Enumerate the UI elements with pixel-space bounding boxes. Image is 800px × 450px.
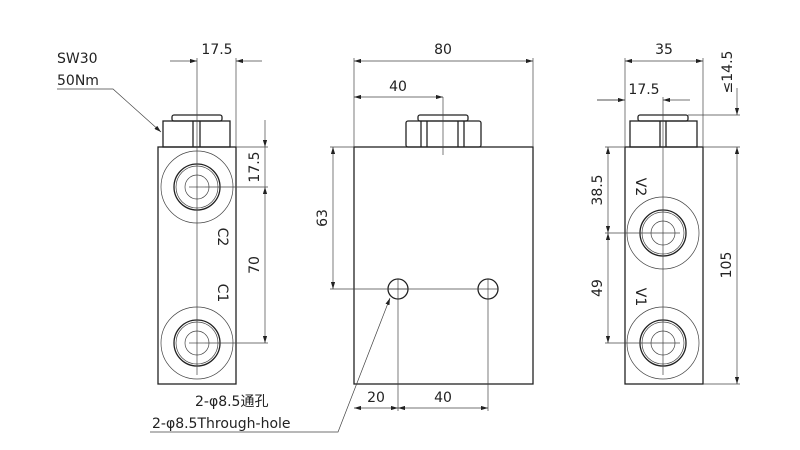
port-label-c2: C2 xyxy=(214,228,230,247)
port-label-v2: V2 xyxy=(632,178,648,196)
dim-hole-edge: 20 xyxy=(367,390,385,406)
hole-leader-line xyxy=(150,297,391,433)
torque: 50Nm xyxy=(57,73,99,89)
leader-line xyxy=(57,88,162,133)
dim-center: 40 xyxy=(389,79,407,95)
dim-width-half: 17.5 xyxy=(201,42,232,58)
dim-port-spacing: 70 xyxy=(247,256,263,274)
left-view: 17.5 17.5 70 C2 C1 SW30 50Nm xyxy=(57,42,268,385)
right-view: 35 17.5 ≤14.5 105 38.5 49 V2 V1 xyxy=(590,42,740,385)
hole-note-en: 2-φ8.5Through-hole xyxy=(152,416,291,432)
hex-nut xyxy=(629,114,698,148)
port-label-c1: C1 xyxy=(214,284,230,303)
hex-nut xyxy=(405,114,482,148)
dim-top-port: 38.5 xyxy=(590,174,606,205)
port-label-v1: V1 xyxy=(632,288,648,306)
dim-height: 105 xyxy=(719,252,735,279)
front-view: 80 40 63 20 40 2-φ8.5通孔 2-φ8.5Through-ho… xyxy=(150,42,534,433)
hole-note-cn: 2-φ8.5通孔 xyxy=(195,394,268,410)
dim-port-spacing: 49 xyxy=(590,279,606,297)
dim-width: 35 xyxy=(655,42,673,58)
wrench-size: SW30 xyxy=(57,51,98,67)
dim-top-port: 17.5 xyxy=(247,151,263,182)
dim-hole-height: 63 xyxy=(315,209,331,227)
dim-width-half: 17.5 xyxy=(628,82,659,98)
hex-nut xyxy=(162,114,231,148)
through-hole-2 xyxy=(477,278,499,300)
dim-cap: ≤14.5 xyxy=(720,51,736,94)
dim-width: 80 xyxy=(434,42,452,58)
valve-body-front xyxy=(353,146,534,385)
dim-hole-spacing: 40 xyxy=(434,390,452,406)
